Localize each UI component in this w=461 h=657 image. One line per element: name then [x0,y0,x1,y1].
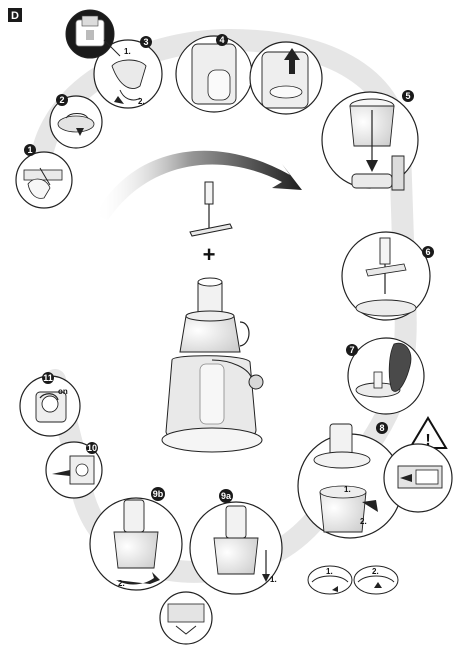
section-letter: D [11,10,19,22]
step-8-number: 8 [379,423,384,433]
step-8-circle: 1. 2. 8 [297,422,403,539]
step-3-inset [65,9,121,59]
step-8-annot-1: 1. [344,485,351,494]
step-1-number: 1 [27,145,32,155]
step-9b-number: 9b [153,489,164,499]
plus-sign: + [203,242,216,267]
step-9b-circle: 2. 9b [89,487,183,591]
food-processor-main: + [161,181,264,453]
section-badge: D [8,8,22,22]
step-6-circle: 6 [341,231,434,321]
step-9a-circle: 1. 9a [189,489,283,595]
step-1-circle: 1 [15,144,73,209]
step-3-circle: 1. 2. 3 [93,36,163,109]
step-8-annot-2: 2. [360,517,367,526]
step-9b-annot: 2. [118,579,125,588]
step-11-circle: on 11 [19,372,81,437]
step-7-number: 7 [349,345,354,355]
step-8-sub2-annot: 2. [372,567,379,576]
step-8-sub-2: 2. [353,565,399,595]
step-4b-circle [249,41,323,115]
flow-arrow [95,150,302,220]
step-5-number: 5 [405,91,410,101]
step-9a-number: 9a [221,491,232,501]
step-2-number: 2 [59,95,64,105]
step-8-sub1-annot: 1. [326,567,333,576]
warning-mark: ! [425,432,430,449]
step-4-circle: 4 [175,34,253,113]
step-9a-detail-circle [159,591,213,645]
step-2-circle: 2 [49,94,103,149]
step-5-circle: 5 [321,90,419,191]
step-11-on-label: on [58,387,68,396]
step-4-number: 4 [219,35,224,45]
step-8-sub-1: 1. [307,565,353,595]
step-8-detail-circle [383,443,453,513]
step-9a-annot: 1. [270,575,277,584]
step-7-circle: 7 [346,337,425,415]
step-3-number: 3 [143,37,148,47]
step-3-annot-2: 2. [138,97,145,106]
step-11-number: 11 [43,373,53,383]
step-10-circle: 10 [45,441,103,499]
step-6-number: 6 [425,247,430,257]
step-3-annot-1: 1. [124,47,131,56]
step-10-number: 10 [87,443,97,453]
